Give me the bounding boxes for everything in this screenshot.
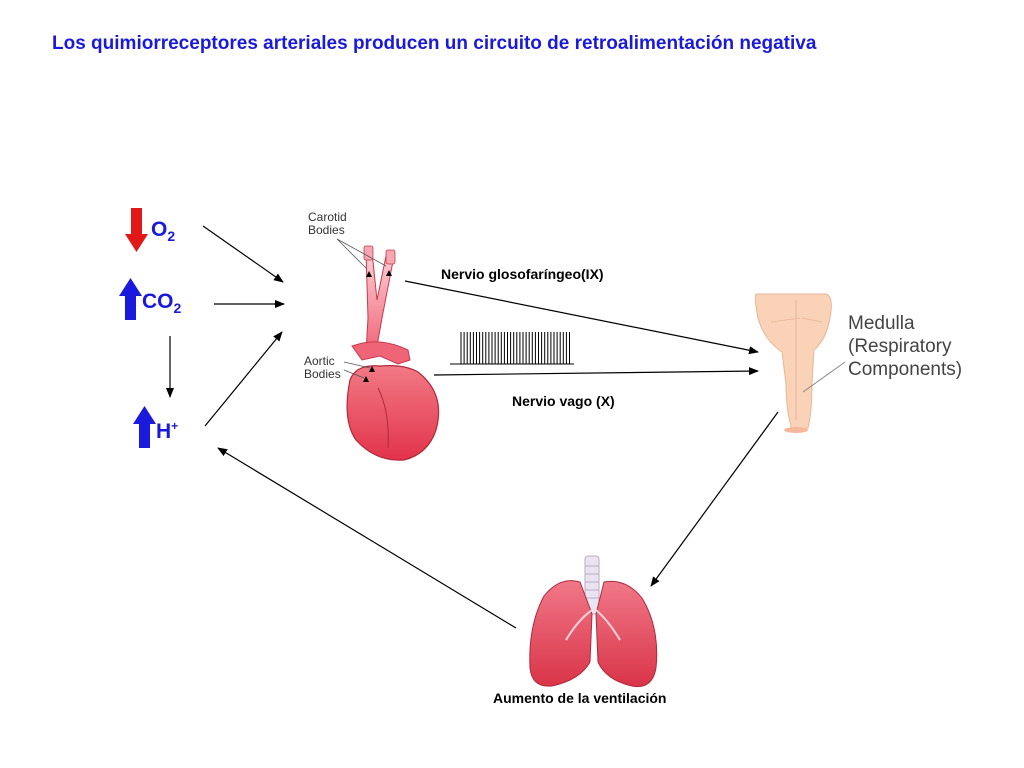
ventilation-label: Aumento de la ventilación <box>493 690 667 706</box>
h-ion-label: H+ <box>156 419 179 443</box>
co2-label: CO2 <box>142 290 182 317</box>
heart-illustration <box>346 245 440 461</box>
medulla-to-lungs-arrow <box>650 411 779 587</box>
carotid-marker-left <box>366 271 372 277</box>
vagus-nerve-arrow <box>433 367 759 376</box>
page-title: Los quimiorreceptores arteriales produce… <box>52 33 817 54</box>
co2-increase-arrow <box>119 278 142 320</box>
h-increase-arrow <box>133 406 156 448</box>
o2-decrease-arrow <box>125 208 148 252</box>
h-to-receptor-arrow <box>204 331 283 427</box>
o2-to-receptor-arrow <box>202 225 284 283</box>
aortic-marker-upper <box>369 366 375 372</box>
feedback-to-h-arrow <box>217 447 517 629</box>
nerve-x-label: Nervio vago (X) <box>512 393 615 409</box>
medulla-illustration <box>754 293 846 433</box>
medulla-label: Medulla (Respiratory Components) <box>848 313 963 380</box>
action-potential-train <box>450 332 574 365</box>
o2-label: O2 <box>151 218 176 245</box>
nerve-ix-label: Nervio glosofaríngeo(IX) <box>441 266 604 282</box>
carotid-marker-right <box>386 270 392 276</box>
aortic-marker-lower <box>363 376 369 382</box>
glossopharyngeal-nerve-arrow <box>404 280 759 355</box>
lungs-illustration <box>529 555 658 688</box>
